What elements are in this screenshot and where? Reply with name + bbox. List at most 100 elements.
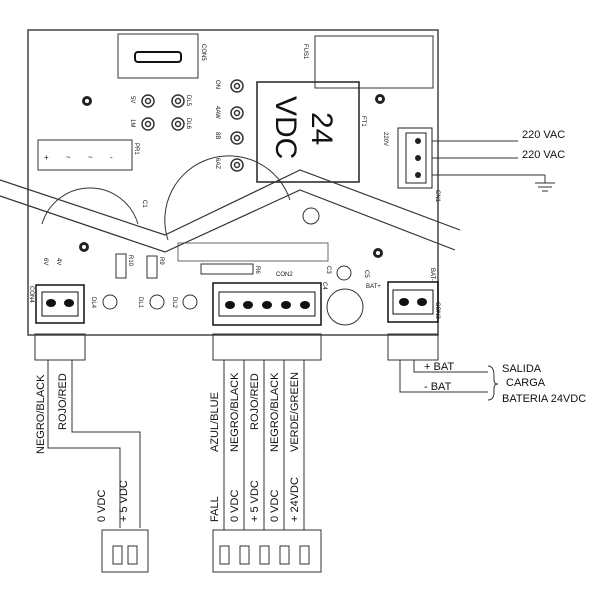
label-4v: 4V [55,258,61,265]
left-plug [34,333,86,361]
led-dl2 [182,294,198,310]
mid-wire-3-label: ROJO/RED [249,373,261,430]
bridge-rectifier [37,139,133,171]
con4-label: CON4 [28,286,34,303]
transformer [256,81,360,183]
mid-pin-4-label: 0 VDC [269,490,281,522]
battery-minus-label: - BAT [424,381,452,393]
r9-label: R9 [158,257,164,265]
rectifier-tilde-1: ~ [66,153,71,162]
c3-label: C3 [325,266,331,274]
left-end-pin-1 [112,545,123,565]
cn1-label: CN1 [434,190,440,203]
rectifier-plus: + [44,153,49,162]
con5-label: CON5 [200,44,206,61]
transformer-unit: VDC [269,96,302,159]
battery-bateria: BATERIA 24VDC [502,393,586,405]
capacitor-c4 [326,288,364,326]
pr1-label: PR1 [133,143,139,155]
led-dl1 [149,294,165,310]
mid-end-plug [212,529,322,573]
battery-wire-minus [399,360,488,393]
mid-wire-2-label: NEGRO/BLACK [229,372,241,452]
mid-pin-2-label: 0 VDC [229,490,241,522]
con5-outline [117,33,199,79]
con4-pin-1 [46,299,56,307]
capacitor-right [164,155,291,241]
resistor-r6 [200,263,254,275]
battery-salida: SALIDA [502,363,542,375]
label-1m: 1M [129,119,135,127]
con3-label: CON3 [434,302,440,319]
mid-pin-3-label: + 5 VDC [249,480,261,522]
label-dl6: DL6 [185,118,191,130]
left-pin-1-label: 0 VDC [96,490,108,522]
mid-wires [223,360,305,530]
con5-connector [134,51,182,63]
c5-label: C5 [363,270,369,278]
resistor-r9 [146,255,158,279]
mid-wire-4-label: NEGRO/BLACK [269,372,281,452]
hole-center [302,207,320,225]
mid-wire-1-label: AZUL/BLUE [209,392,221,452]
bat-minus-label: BAT- [429,268,435,281]
con2-housing [218,291,316,317]
capacitor-c1 [41,187,139,225]
mains-wires [432,140,555,192]
con4-pin-2 [64,299,74,307]
cn1-pin-3 [415,172,421,178]
rectifier-tilde-2: ~ [88,153,93,162]
cn1-housing [405,132,427,184]
c1-label: C1 [141,200,147,208]
r10-label: R10 [127,255,133,267]
left-wire-1-label: NEGRO/BLACK [35,374,47,454]
dl1-label: DL1 [137,297,143,309]
led-pads [141,79,244,172]
con3-pin-2 [417,298,427,306]
mains-line-1: 220 VAC [522,129,565,141]
left-pin-2-label: + 5 VDC [118,480,130,522]
left-wire-2-label: ROJO/RED [57,373,69,430]
mid-plug [212,333,322,361]
con4-connector [35,284,85,324]
label-dl5: DL5 [185,95,191,107]
con3-pin-1 [399,298,409,306]
fus1-label: FUS1 [302,44,308,60]
cn1-pin-1 [415,138,421,144]
battery-plus-label: + BAT [424,361,454,373]
battery-plug [387,333,439,361]
label-on: ON [214,80,220,89]
label-6az: 6AZ [214,158,220,169]
con4-housing [41,291,79,317]
break-line-lower [0,189,456,253]
label-8b: 8B [214,132,220,139]
label-5v: 5V [129,96,135,103]
con2-pins [225,301,310,309]
capacitor-c3 [336,265,352,281]
mid-pin-5-label: + 24VDC [289,477,301,522]
left-end-plug [101,529,149,573]
left-wire-black [47,360,121,528]
battery-wire-plus [413,360,488,373]
label-4aw: 4AW [214,106,220,119]
mid-wire-5-label: VERDE/GREEN [289,372,301,452]
resistor-r10 [115,253,127,279]
transformer-volts: 24 [305,112,338,145]
con2-connector [212,282,322,326]
label-220v: 220V [382,132,388,146]
ft1-label: FT1 [360,116,366,127]
component-block [177,242,329,262]
battery-brace [487,365,499,401]
con3-housing [392,289,434,315]
mount-holes [79,94,385,258]
left-end-pin-2 [127,545,138,565]
dl4-label: DL4 [90,297,96,309]
c4-label: C4 [321,282,327,290]
cn1-pin-2 [415,155,421,161]
led-dl4 [102,294,118,310]
break-line-upper [0,169,461,236]
con2-label: CON2 [276,272,293,278]
mains-line-2: 220 VAC [522,149,565,161]
